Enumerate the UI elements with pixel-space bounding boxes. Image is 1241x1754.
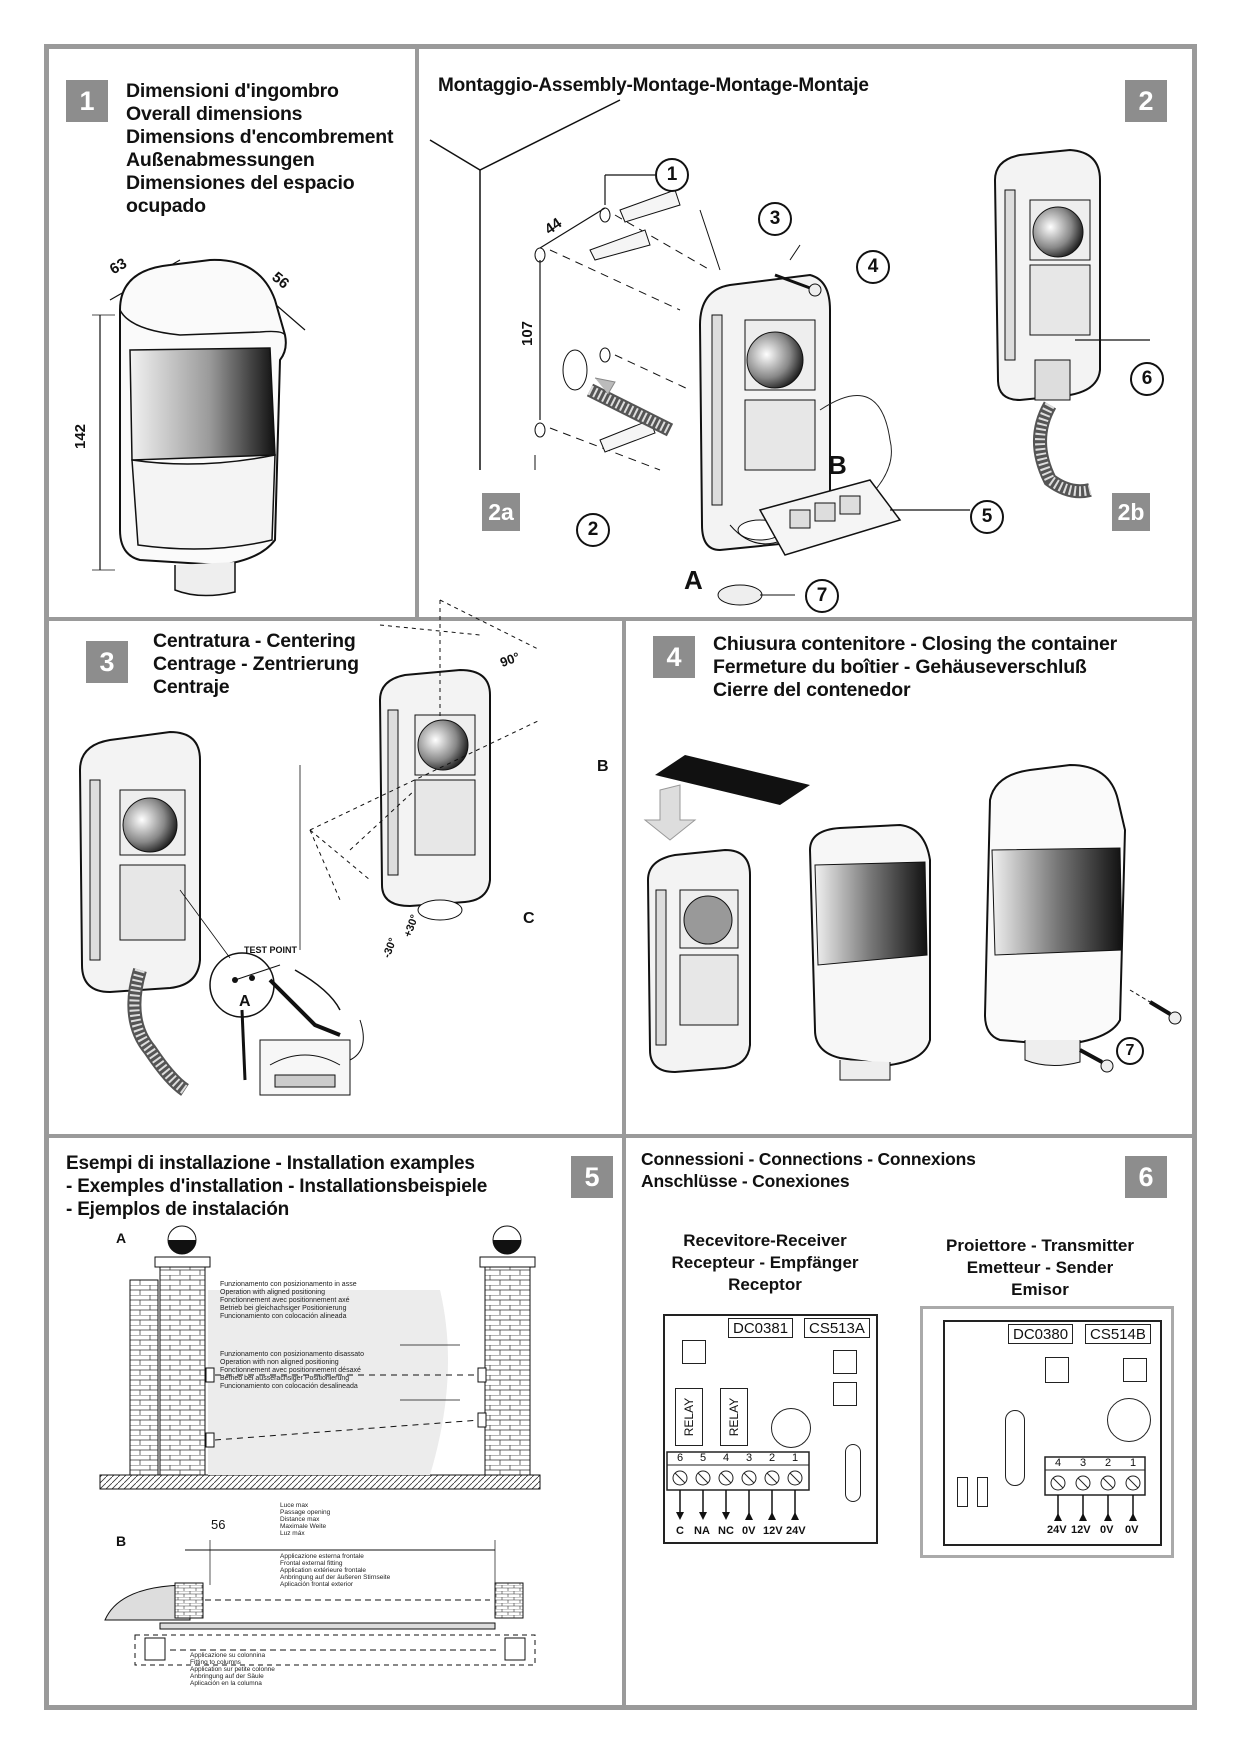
aligned-positioning-text: Funzionamento con posizionamento in asse… [220,1281,357,1320]
panel-4-title: Chiusura contenitore - Closing the conta… [713,633,1117,701]
panel-number-1: 1 [66,80,108,122]
callout-6: 6 [1130,362,1164,396]
assembly-exploded-illustration [429,99,1150,606]
panel-number-2: 2 [1125,80,1167,122]
label-a-centering: A [239,993,251,1010]
callout-2: 2 [576,513,610,547]
panel-6-title: Connessioni - Connections - Connexions A… [641,1149,976,1191]
receiver-terminal-labels: C NA NC 0V 12V 24V [676,1525,806,1537]
receiver-sensor-circle [771,1408,811,1448]
transmitter-cap-2 [977,1477,988,1507]
panel-number-4: 4 [653,636,695,678]
transmitter-code-2: CS514B [1085,1324,1151,1344]
transmitter-chip [1045,1357,1069,1383]
grid-line-h2 [44,1134,1197,1138]
receiver-trimmer-2 [833,1382,857,1406]
closing-illustration [643,755,1182,1081]
label-c-centering: C [523,910,535,927]
panel-2-title: Montaggio-Assembly-Montage-Montage-Monta… [438,75,869,96]
receiver-code-1: DC0381 [728,1318,794,1338]
grid-line-v1 [415,44,419,619]
receiver-trimmer-1 [833,1350,857,1374]
callout-7: 7 [805,579,839,613]
receiver-terminal-block [666,1451,810,1520]
example-a-label: A [116,1230,127,1246]
external-fitting-text: Applicazione esterna frontale Frontal ex… [280,1553,391,1588]
photocell-housing-illustration [92,258,306,597]
installation-example-a [99,1225,541,1490]
grid-line-v2 [622,619,626,1710]
receiver-relay-1: RELAY [675,1388,703,1446]
label-b-centering: B [597,758,609,775]
transmitter-sensor-circle [1107,1398,1151,1442]
transmitter-terminal-labels: 24V 12V 0V 0V [1047,1524,1139,1536]
transmitter-reed [1005,1410,1025,1486]
grid-line-h1 [44,617,1197,621]
non-aligned-positioning-text: Funzionamento con posizionamento disassa… [220,1351,364,1390]
sub-label-2b: 2b [1112,493,1150,531]
passage-opening-text: Luce max Passage opening Distance max Ma… [280,1502,331,1537]
receiver-terminal-numbers: 6 5 4 3 2 1 [677,1452,799,1464]
dim-56-column: 56 [211,1517,226,1532]
label-b: B [828,450,847,480]
callout-3: 3 [758,202,792,236]
transmitter-terminal-numbers: 4 3 2 1 [1055,1457,1137,1469]
dim-vertical-spacing: 107 [519,320,537,347]
example-b-label: B [116,1533,127,1549]
test-point-label: TEST POINT [244,945,298,955]
transmitter-title: Proiettore - Transmitter Emetteur - Send… [946,1236,1134,1299]
centering-illustration [78,599,541,1096]
receiver-board: DC0381 CS513A RELAY RELAY [663,1314,878,1544]
receiver-led-square [682,1340,706,1364]
receiver-relay-2: RELAY [720,1388,748,1446]
sub-label-2a: 2a [482,493,520,531]
label-a: A [684,565,703,595]
receiver-reed [845,1444,861,1502]
panel-number-3: 3 [86,641,128,683]
callout-5: 5 [970,500,1004,534]
transmitter-code-1: DC0380 [1008,1324,1074,1344]
callout-1: 1 [655,158,689,192]
callout-4: 4 [856,250,890,284]
page-frame [44,44,1197,1710]
receiver-code-2: CS513A [804,1318,870,1338]
transmitter-led-square [1123,1358,1147,1382]
dim-height: 142 [72,423,90,450]
panel-3-title: Centratura - Centering Centrage - Zentri… [153,630,359,698]
installation-example-b [104,1540,536,1666]
transmitter-terminal-block [1044,1456,1146,1521]
panel-5-title: Esempi di installazione - Installation e… [66,1153,488,1220]
transmitter-outer-frame [920,1306,1174,1558]
transmitter-cap-1 [957,1477,968,1507]
receiver-title: Recevitore-Receiver Recepteur - Empfänge… [671,1231,859,1294]
transmitter-board: DC0380 CS514B [943,1320,1162,1546]
column-fitting-text: Applicazione su colonnina Fitting to col… [190,1652,275,1687]
callout-7-closing: 7 [1116,1037,1144,1065]
panel-number-5: 5 [571,1156,613,1198]
panel-number-6: 6 [1125,1156,1167,1198]
panel-1-title: Dimensioni d'ingombro Overall dimensions… [126,80,394,217]
